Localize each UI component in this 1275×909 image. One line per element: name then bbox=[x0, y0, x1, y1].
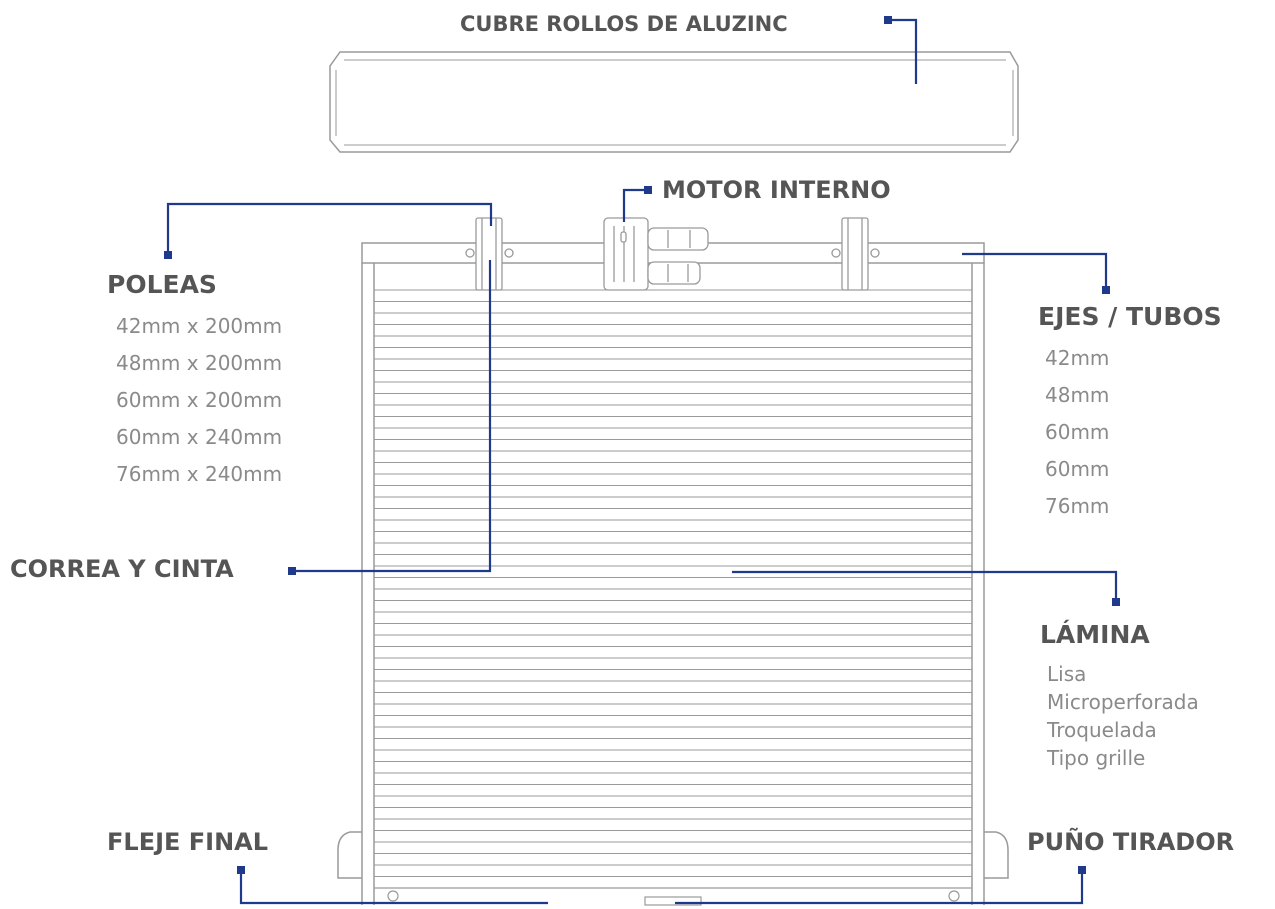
motor-label: MOTOR INTERNO bbox=[662, 176, 891, 204]
leader-cover bbox=[890, 18, 918, 84]
ejes-label: EJES / TUBOS bbox=[1038, 302, 1222, 331]
ejes-size-item: 42mm bbox=[1045, 346, 1110, 370]
motor bbox=[603, 217, 709, 291]
poleas-size-item: 76mm x 240mm bbox=[116, 462, 283, 486]
leader-poleas bbox=[166, 202, 493, 258]
ejes-size-item: 60mm bbox=[1045, 457, 1110, 481]
poleas-size-item: 60mm x 200mm bbox=[116, 388, 283, 412]
ejes-size-item: 76mm bbox=[1045, 494, 1110, 518]
leader-ejes bbox=[962, 252, 1108, 290]
lamina-type-item: Microperforada bbox=[1047, 690, 1199, 714]
poleas-label: POLEAS bbox=[107, 270, 217, 299]
cover-title: CUBRE ROLLOS DE ALUZINC bbox=[460, 12, 788, 36]
leader-lines bbox=[166, 18, 1118, 905]
pulley-right bbox=[831, 217, 880, 291]
leader-correa bbox=[294, 260, 492, 573]
correa-label: CORREA Y CINTA bbox=[10, 555, 234, 583]
shutter-slats bbox=[374, 289, 972, 877]
fleje-label: FLEJE FINAL bbox=[107, 828, 269, 856]
poleas-size-item: 42mm x 200mm bbox=[116, 314, 283, 338]
pulley-left bbox=[465, 217, 514, 291]
leader-puno bbox=[675, 872, 1084, 905]
leader-markers bbox=[164, 16, 1120, 874]
shutter-frame bbox=[337, 242, 1009, 905]
lamina-type-item: Tipo grille bbox=[1047, 746, 1146, 770]
poleas-size-item: 48mm x 200mm bbox=[116, 351, 283, 375]
lamina-label: LÁMINA bbox=[1040, 620, 1150, 649]
leader-motor bbox=[622, 188, 648, 222]
bottom-bar bbox=[374, 887, 972, 906]
puno-label: PUÑO TIRADOR bbox=[1027, 828, 1235, 856]
ejes-size-item: 48mm bbox=[1045, 383, 1110, 407]
lamina-type-item: Lisa bbox=[1047, 662, 1087, 686]
leader-lamina bbox=[732, 570, 1118, 600]
lamina-type-item: Troquelada bbox=[1047, 718, 1157, 742]
cover-box bbox=[329, 51, 1019, 153]
ejes-size-item: 60mm bbox=[1045, 420, 1110, 444]
poleas-size-item: 60mm x 240mm bbox=[116, 425, 283, 449]
leader-fleje bbox=[239, 872, 548, 905]
